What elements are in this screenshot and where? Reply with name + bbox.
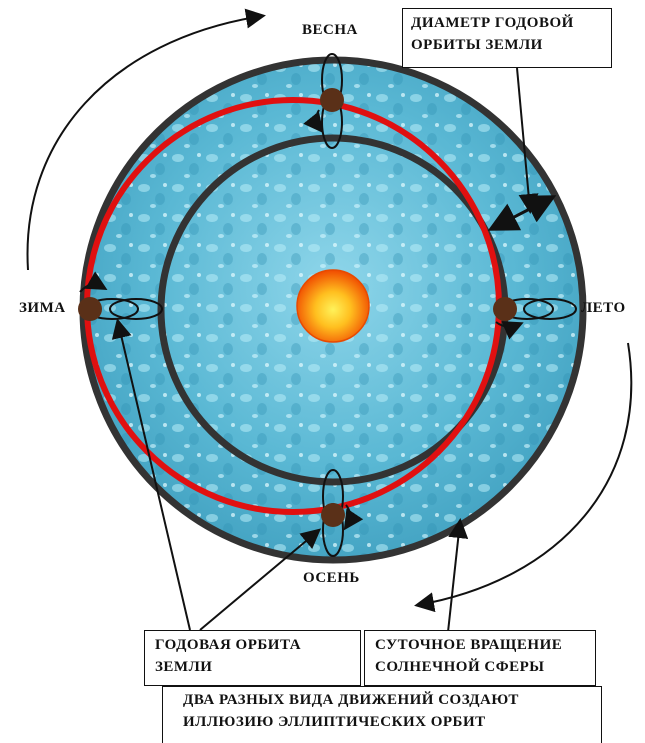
daily-rotation-line-1: СУТОЧНОЕ ВРАЩЕНИЕ [375,637,563,653]
daily-rotation-box: СУТОЧНОЕ ВРАЩЕНИЕ СОЛНЕЧНОЙ СФЕРЫ [364,630,596,686]
daily-rotation-pointer [447,518,469,633]
earth-summer [493,297,577,340]
annual-orbit-box: ГОДОВАЯ ОРБИТА ЗЕМЛИ [144,630,361,686]
conclusion-box: ДВА РАЗНЫХ ВИДА ДВИЖЕНИЙ СОЗДАЮТ ИЛЛЮЗИЮ… [162,686,602,743]
rotation-arrow-bottom [414,342,633,613]
label-spring: ВЕСНА [302,22,358,38]
conclusion-line-2: ИЛЛЮЗИЮ ЭЛЛИПТИЧЕСКИХ ОРБИТ [183,714,486,730]
sun [296,269,370,343]
diameter-pointer [516,67,539,214]
orbit-diameter-line-1: ДИАМЕТР ГОДОВОЙ [411,15,574,31]
daily-rotation-line-2: СОЛНЕЧНОЙ СФЕРЫ [375,659,545,675]
orbit-diameter-box: ДИАМЕТР ГОДОВОЙ ОРБИТЫ ЗЕМЛИ [402,8,612,68]
annual-orbit-line-2: ЗЕМЛИ [155,659,213,675]
label-winter: ЗИМА [19,300,66,316]
conclusion-line-1: ДВА РАЗНЫХ ВИДА ДВИЖЕНИЙ СОЗДАЮТ [183,692,519,708]
earth-winter [78,271,163,321]
rotation-arrow-top [26,8,266,271]
orbit-diameter-line-2: ОРБИТЫ ЗЕМЛИ [411,37,543,53]
annual-orbit-line-1: ГОДОВАЯ ОРБИТА [155,637,302,653]
label-autumn: ОСЕНЬ [303,570,360,586]
earth-autumn [321,469,364,557]
annual-orbit-pointer-1 [111,318,191,631]
earth-spring [303,53,344,149]
annual-orbit-pointer-2 [199,528,322,631]
label-summer: ЛЕТО [581,300,626,316]
diameter-double-arrow [487,195,557,231]
